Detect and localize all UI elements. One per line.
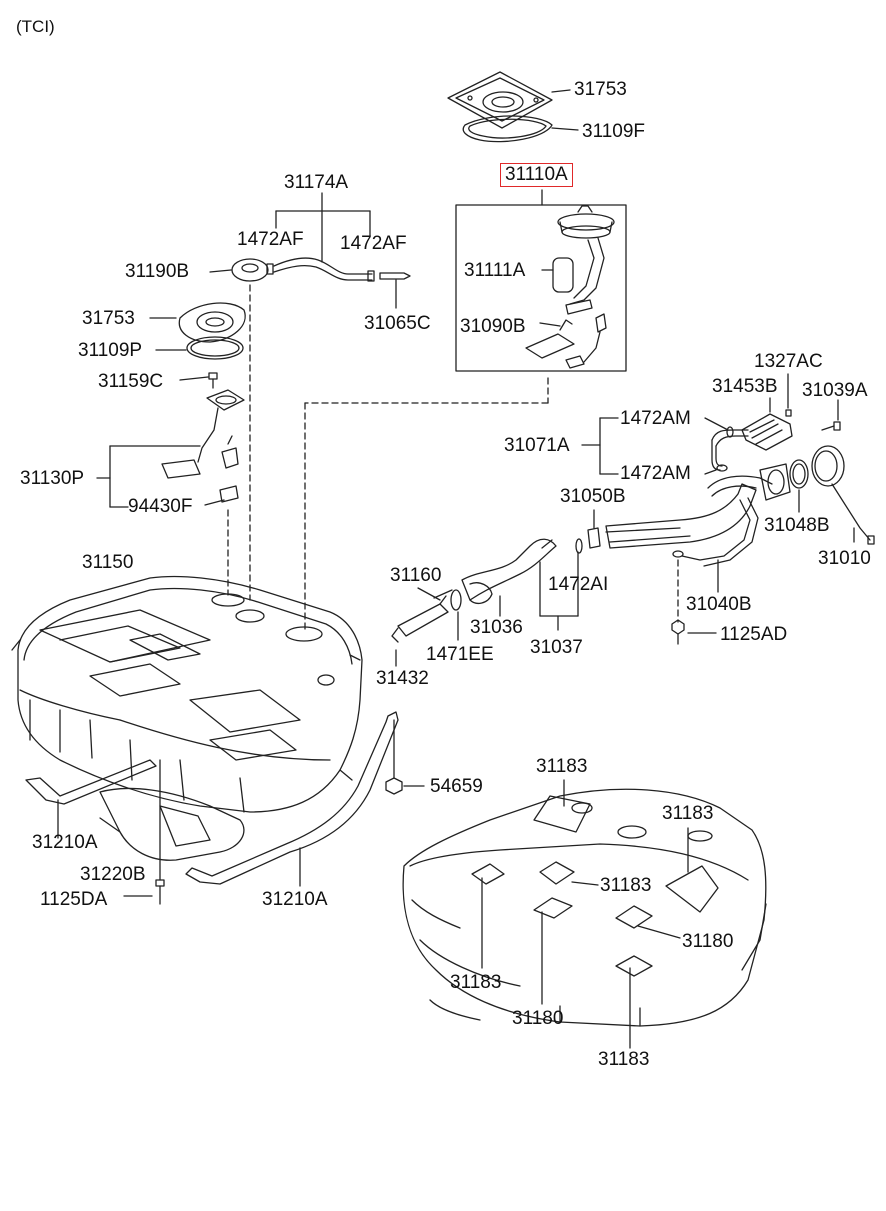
filler-hose-drawing [461, 538, 557, 617]
clamp-1471EE-drawing [450, 589, 462, 641]
part-label-1472AF-right[interactable]: 1472AF [340, 233, 407, 254]
part-label-31432[interactable]: 31432 [376, 668, 429, 689]
tank-strap-left-drawing [25, 759, 157, 839]
fuel-cap-31010-drawing [811, 445, 875, 545]
part-label-1472AM-top[interactable]: 1472AM [620, 408, 691, 429]
vent-line-drawing [711, 426, 749, 472]
clamp-1472AI-drawing [575, 538, 583, 554]
part-label-31109F[interactable]: 31109F [582, 121, 646, 142]
part-label-31753-left[interactable]: 31753 [82, 308, 135, 329]
fuel-filler-tube-drawing [391, 587, 453, 667]
fuel-tank-main-drawing [11, 575, 363, 813]
part-label-31183-middle[interactable]: 31183 [600, 875, 652, 896]
part-label-1472AM-bottom[interactable]: 1472AM [620, 463, 691, 484]
cover-plate-left-drawing [149, 302, 246, 343]
part-label-31090B[interactable]: 31090B [460, 316, 526, 337]
part-label-31160[interactable]: 31160 [390, 565, 442, 586]
part-label-54659[interactable]: 54659 [430, 776, 483, 797]
fuel-tank-pads-view-drawing [402, 788, 767, 1027]
bolt-1125AD-drawing [671, 619, 717, 645]
part-label-31220B[interactable]: 31220B [80, 864, 146, 885]
variant-label: (TCI) [16, 17, 55, 36]
part-label-31040B[interactable]: 31040B [686, 594, 752, 615]
part-label-1472AI[interactable]: 1472AI [548, 574, 609, 595]
screw-31039A-drawing [821, 399, 841, 431]
filler-neck-31040B-drawing [605, 463, 791, 593]
pads-31183-drawing [471, 779, 719, 1049]
part-label-31180-bottom[interactable]: 31180 [512, 1008, 564, 1029]
part-label-1125DA[interactable]: 1125DA [40, 889, 108, 910]
part-label-31109P[interactable]: 31109P [78, 340, 143, 361]
part-label-1327AC[interactable]: 1327AC [754, 351, 823, 372]
vent-hose-drawing [209, 257, 411, 309]
part-label-31071A[interactable]: 31071A [504, 435, 570, 456]
part-label-31111A[interactable]: 31111A [464, 260, 526, 281]
part-label-31159C[interactable]: 31159C [98, 371, 164, 392]
part-label-31183-top[interactable]: 31183 [536, 756, 588, 777]
part-label-31183-right[interactable]: 31183 [662, 803, 714, 824]
bolts-and-nuts-drawing [123, 719, 425, 905]
gasket-left-drawing [155, 336, 244, 360]
part-label-31190B[interactable]: 31190B [125, 261, 190, 282]
fuel-sender-drawing [525, 313, 607, 369]
part-label-31110A-highlighted[interactable]: 31110A [500, 163, 573, 187]
part-label-94430F[interactable]: 94430F [128, 496, 193, 517]
part-label-31183-left[interactable]: 31183 [450, 972, 502, 993]
gasket-top-drawing [462, 115, 579, 143]
part-label-31010[interactable]: 31010 [818, 548, 871, 569]
fuel-pump-module-drawing [541, 205, 615, 315]
part-label-1471EE[interactable]: 1471EE [426, 644, 494, 665]
part-label-31036[interactable]: 31036 [470, 617, 523, 638]
part-label-31183-bottom[interactable]: 31183 [598, 1049, 650, 1070]
canister-31453B-drawing [741, 397, 793, 451]
connector-31050B-drawing [587, 509, 601, 549]
fuel-pump-assembly-box [455, 204, 627, 372]
part-label-31150[interactable]: 31150 [82, 552, 134, 573]
bolt-1327AC-drawing [785, 373, 792, 417]
part-label-31050B[interactable]: 31050B [560, 486, 626, 507]
part-label-31210A-bottom[interactable]: 31210A [262, 889, 328, 910]
lower-shield-drawing [99, 787, 245, 861]
fuel-level-gauge-drawing [161, 389, 245, 503]
part-label-31180-right[interactable]: 31180 [682, 931, 734, 952]
screw-31159C-drawing [179, 372, 218, 389]
part-label-31039A[interactable]: 31039A [802, 380, 868, 401]
part-label-31753-top[interactable]: 31753 [574, 79, 627, 100]
gasket-31048B-drawing [789, 459, 809, 513]
part-label-31130P[interactable]: 31130P [20, 468, 85, 489]
part-label-31453B[interactable]: 31453B [712, 376, 778, 397]
tank-strap-right-drawing [185, 711, 399, 887]
part-label-31174A[interactable]: 31174A [284, 172, 349, 193]
part-label-1472AF-left[interactable]: 1472AF [237, 229, 304, 250]
part-label-31037[interactable]: 31037 [530, 637, 583, 658]
part-label-31210A-left[interactable]: 31210A [32, 832, 98, 853]
part-label-1125AD[interactable]: 1125AD [720, 624, 788, 645]
part-label-31065C[interactable]: 31065C [364, 313, 431, 334]
part-label-31048B[interactable]: 31048B [764, 515, 830, 536]
